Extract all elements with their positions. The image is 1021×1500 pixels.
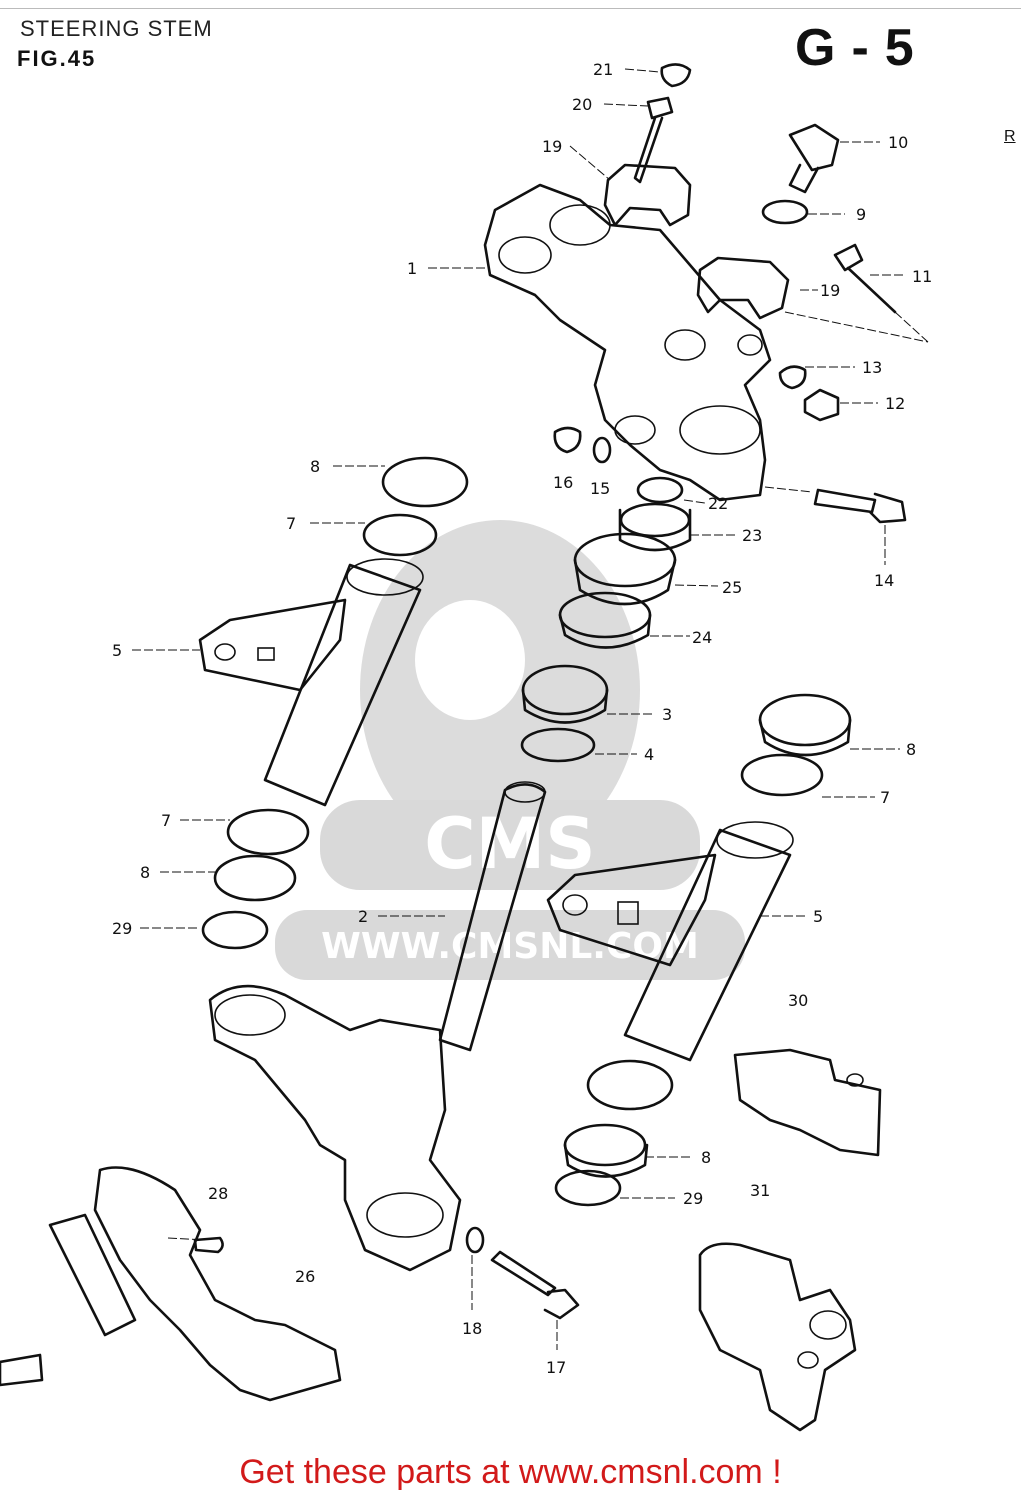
callout-29: 29 — [112, 919, 132, 938]
lower-right-components — [698, 1048, 882, 1432]
callout-31: 31 — [750, 1181, 770, 1200]
callout-17: 17 — [546, 1358, 566, 1377]
page-code: G-5 — [795, 19, 930, 77]
callout-29b: 29 — [683, 1189, 703, 1208]
lower-left-components — [0, 1166, 342, 1402]
leader-lines — [132, 68, 929, 1350]
callout-8b: 8 — [906, 740, 916, 759]
callout-25: 25 — [722, 578, 742, 597]
steering-stem — [208, 781, 580, 1320]
callouts: 21 20 19 10 9 1 11 19 13 12 16 15 22 23 … — [112, 60, 932, 1377]
callout-23: 23 — [742, 526, 762, 545]
upper-bracket — [483, 183, 772, 502]
callout-18: 18 — [462, 1319, 482, 1338]
callout-30: 30 — [788, 991, 808, 1010]
callout-28: 28 — [208, 1184, 228, 1203]
callout-14: 14 — [874, 571, 894, 590]
callout-12: 12 — [885, 394, 905, 413]
callout-7b: 7 — [880, 788, 890, 807]
callout-16: 16 — [553, 473, 573, 492]
diagram-title: STEERING STEM — [20, 16, 213, 41]
callout-26: 26 — [295, 1267, 315, 1286]
callout-7c: 7 — [161, 811, 171, 830]
right-fork-holder — [546, 693, 852, 1207]
callout-7: 7 — [286, 514, 296, 533]
watermark-url: WWW.CMSNL.COM — [321, 926, 699, 967]
callout-11: 11 — [912, 267, 932, 286]
watermark-logo: CMS — [424, 803, 595, 885]
callout-5: 5 — [112, 641, 122, 660]
callout-10: 10 — [888, 133, 908, 152]
callout-8: 8 — [310, 457, 320, 476]
callout-24: 24 — [692, 628, 712, 647]
callout-20: 20 — [572, 95, 592, 114]
handlebar-holders — [553, 63, 907, 524]
left-fork-holder — [198, 456, 469, 950]
callout-8c: 8 — [140, 863, 150, 882]
footer-link[interactable]: Get these parts at www.cmsnl.com ! — [239, 1453, 782, 1491]
callout-5b: 5 — [813, 907, 823, 926]
callout-9: 9 — [856, 205, 866, 224]
bearing-stack — [520, 476, 692, 763]
callout-8d: 8 — [701, 1148, 711, 1167]
callout-2: 2 — [358, 907, 368, 926]
callout-1: 1 — [407, 259, 417, 278]
callout-13: 13 — [862, 358, 882, 377]
callout-19b: 19 — [820, 281, 840, 300]
edge-mark: R — [1004, 128, 1016, 145]
exploded-parts-diagram: CMS WWW.CMSNL.COM — [0, 60, 932, 1432]
callout-15: 15 — [590, 479, 610, 498]
callout-4: 4 — [644, 745, 654, 764]
top-rule — [0, 8, 1021, 9]
callout-3: 3 — [662, 705, 672, 724]
cms-watermark: CMS WWW.CMSNL.COM — [275, 520, 745, 980]
callout-19: 19 — [542, 137, 562, 156]
figure-number: FIG.45 — [17, 46, 97, 71]
callout-21: 21 — [593, 60, 613, 79]
callout-22: 22 — [708, 494, 728, 513]
